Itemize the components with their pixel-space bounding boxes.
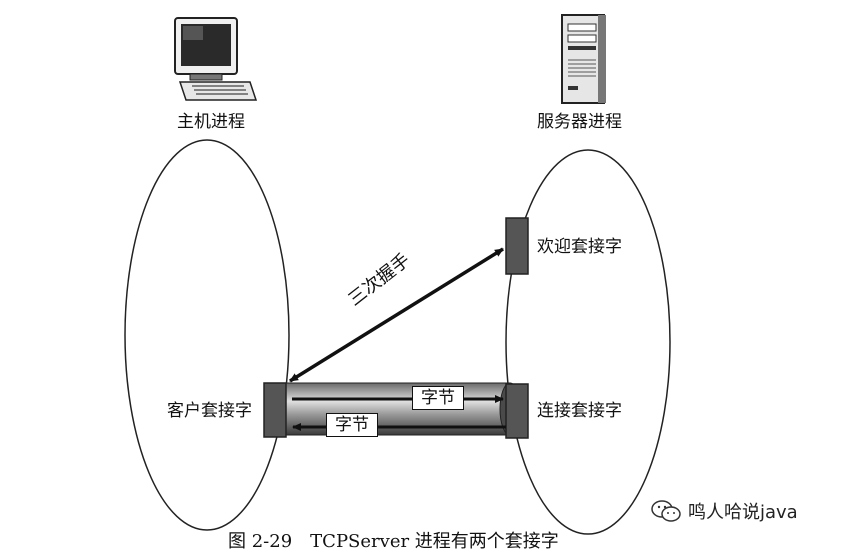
figure-number: 图 2-29 <box>228 531 293 552</box>
bytes-backward-label: 字节 <box>326 413 378 437</box>
host-process-label: 主机进程 <box>177 112 245 132</box>
server-process-boundary <box>505 149 671 535</box>
figure-caption: 图 2-29 TCPServer 进程有两个套接字 <box>228 527 559 553</box>
handshake-arrow <box>289 247 504 383</box>
server-tower-icon <box>561 14 606 104</box>
client-socket <box>263 382 287 438</box>
wechat-logo-icon <box>651 500 681 522</box>
connection-socket-label: 连接套接字 <box>537 401 622 421</box>
welcome-socket <box>505 217 529 275</box>
host-process-boundary <box>124 139 290 531</box>
figure-caption-text: TCPServer 进程有两个套接字 <box>310 531 559 552</box>
welcome-socket-label: 欢迎套接字 <box>537 237 622 257</box>
server-process-label: 服务器进程 <box>537 112 622 132</box>
watermark-text: 鸣人哈说java <box>688 502 798 523</box>
desktop-computer-icon <box>174 17 258 101</box>
connection-socket <box>505 383 529 439</box>
bytes-forward-label: 字节 <box>412 386 464 410</box>
watermark: 鸣人哈说java <box>650 498 798 524</box>
client-socket-label: 客户套接字 <box>167 401 252 421</box>
